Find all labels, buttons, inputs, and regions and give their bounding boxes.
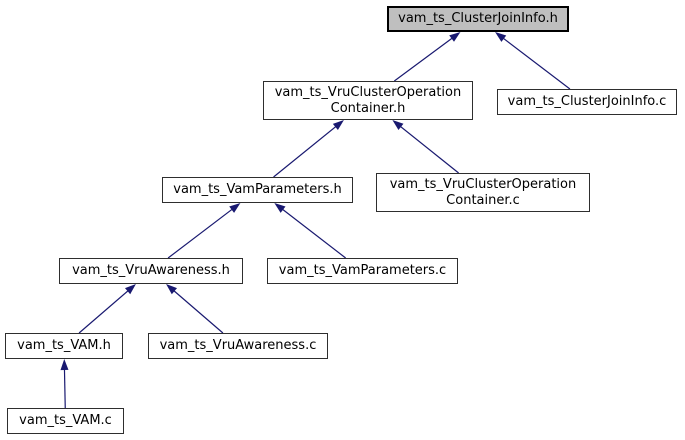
graph-node-vam-ts-clusterjoininfo-h: vam_ts_ClusterJoinInfo.h <box>387 6 569 32</box>
graph-edge-vam-ts-vam-c-to-vam-ts-vam-h <box>63 367 66 409</box>
graph-node-vam-ts-vruclusteroperationcontainer-h[interactable]: vam_ts_VruClusterOperation Container.h <box>263 81 473 120</box>
graph-node-vam-ts-vamparameters-c[interactable]: vam_ts_VamParameters.c <box>267 258 458 284</box>
graph-arrowhead-vam-ts-clusterjoininfo-h <box>449 32 461 42</box>
graph-arrowhead-vam-ts-vruclusteroperationcontainer-h <box>332 120 344 131</box>
graph-node-vam-ts-vamparameters-h[interactable]: vam_ts_VamParameters.h <box>162 177 353 203</box>
graph-arrowhead-vam-ts-vruawareness-h <box>166 284 178 295</box>
graph-edge-vam-ts-vamparameters-h-to-vam-ts-vruclusteroperationcontainer-h <box>273 125 338 178</box>
graph-edge-vam-ts-vruawareness-h-to-vam-ts-vamparameters-h <box>167 207 234 259</box>
graph-arrowhead-vam-ts-vruawareness-h <box>124 284 136 295</box>
graph-arrowhead-vam-ts-vamparameters-h <box>229 203 241 213</box>
graph-node-vam-ts-clusterjoininfo-c[interactable]: vam_ts_ClusterJoinInfo.c <box>497 89 677 115</box>
graph-arrowhead-vam-ts-clusterjoininfo-h <box>495 32 507 42</box>
graph-edge-vam-ts-vruclusteroperationcontainer-h-to-vam-ts-clusterjoininfo-h <box>393 36 454 82</box>
graph-edge-vam-ts-clusterjoininfo-c-to-vam-ts-clusterjoininfo-h <box>501 36 571 90</box>
graph-arrowhead-vam-ts-vam-h <box>60 359 69 371</box>
graph-node-vam-ts-vruclusteroperationcontainer-c[interactable]: vam_ts_VruClusterOperation Container.c <box>376 173 590 212</box>
graph-arrowhead-vam-ts-vamparameters-h <box>274 203 286 213</box>
graph-edge-vam-ts-vamparameters-c-to-vam-ts-vamparameters-h <box>281 208 347 259</box>
graph-node-vam-ts-vam-c[interactable]: vam_ts_VAM.c <box>7 408 124 434</box>
graph-node-vam-ts-vruawareness-h[interactable]: vam_ts_VruAwareness.h <box>59 258 243 284</box>
graph-node-vam-ts-vruawareness-c[interactable]: vam_ts_VruAwareness.c <box>148 333 328 359</box>
graph-edge-vam-ts-vam-h-to-vam-ts-vruawareness-h <box>78 289 130 334</box>
graph-node-vam-ts-vam-h[interactable]: vam_ts_VAM.h <box>5 333 123 359</box>
graph-edge-vam-ts-vruclusteroperationcontainer-c-to-vam-ts-vruclusteroperationcontainer-h <box>399 125 459 174</box>
graph-arrowhead-vam-ts-vruclusteroperationcontainer-h <box>392 120 404 130</box>
graph-edge-vam-ts-vruawareness-c-to-vam-ts-vruawareness-h <box>172 289 224 334</box>
